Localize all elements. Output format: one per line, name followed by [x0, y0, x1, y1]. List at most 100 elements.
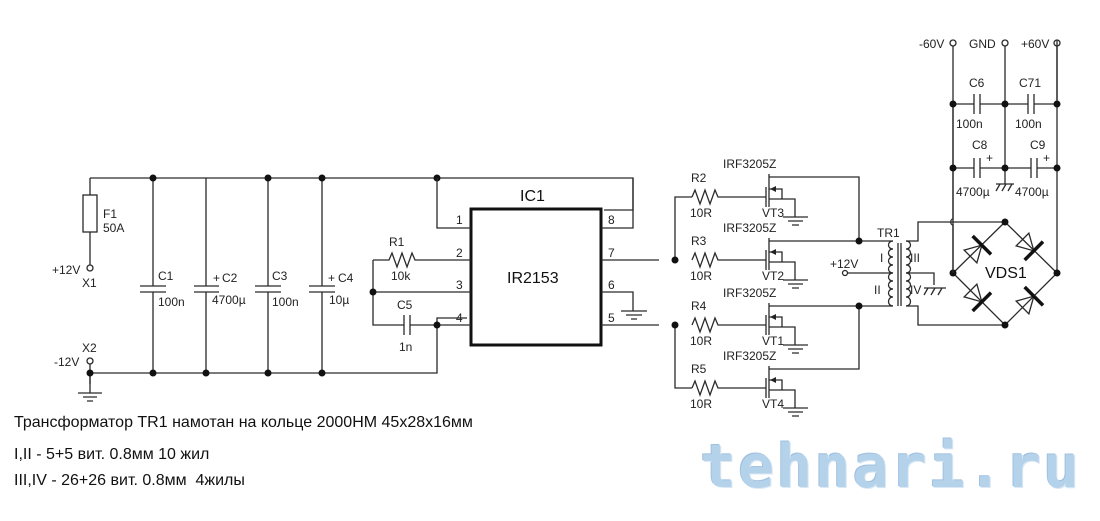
junction-dot [855, 302, 863, 310]
r1-value: 10k [391, 269, 411, 283]
output-minus60-label: -60V [919, 37, 944, 51]
svg-text:5: 5 [608, 311, 615, 325]
svg-text:+: + [213, 271, 220, 285]
mosfet-ref: VT1 [762, 334, 784, 348]
terminal-x2-ref: X2 [82, 341, 97, 355]
c2-value: 4700µ [212, 293, 246, 307]
gate-resistor-ref: R5 [691, 362, 707, 376]
junction-dots-input [149, 174, 441, 377]
drain-nets [769, 176, 893, 370]
c8-value: 4700µ [956, 185, 990, 199]
mosfet-ref: VT4 [762, 397, 784, 411]
ic-ref: IC1 [520, 188, 545, 205]
c9-value: 4700µ [1015, 185, 1049, 199]
winding-ii-label: II [874, 283, 881, 297]
r1-ref: R1 [389, 235, 405, 249]
bridge-ref: VDS1 [985, 265, 1027, 282]
terminal-x1[interactable]: +12V X1 [52, 263, 97, 290]
terminal-x2[interactable]: X2 -12V [54, 341, 97, 373]
winding-i-label: I [880, 251, 883, 265]
mosfet-ref: VT3 [762, 206, 784, 220]
ic-part: IR2153 [507, 270, 559, 287]
capacitor-c3: C3 100n [255, 178, 299, 373]
tr1-center-tap-label: +12V [830, 257, 858, 271]
ground-symbol-input [78, 373, 102, 402]
mosfet-stage: R210RIRF3205ZVT3R310RIRF3205ZVT2R410RIRF… [690, 157, 808, 417]
terminal-x2-label: -12V [54, 355, 79, 369]
svg-text:8: 8 [608, 213, 615, 227]
mosfet-vt3: R2 10R IRF3205Z VT3 [690, 157, 808, 226]
bridge-diode [962, 234, 993, 265]
capacitor-c5: C5 1n [397, 298, 437, 354]
junction-dot [671, 321, 679, 329]
resistor-r1: R1 10k [372, 235, 437, 326]
c4-value: 10µ [329, 293, 349, 307]
tr1-ref: TR1 [877, 226, 900, 240]
output-terminals[interactable]: -60V GND +60V [919, 37, 1061, 184]
gate-resistor-ref: R4 [691, 299, 707, 313]
c1-value: 100n [158, 295, 185, 309]
terminal-x1-ref: X1 [82, 276, 97, 290]
ic1-ir2153[interactable]: IC1 IR2153 1 2 3 4 8 7 6 5 [371, 178, 659, 347]
svg-text:+: + [328, 271, 335, 285]
c8-ref: C8 [972, 138, 988, 152]
capacitor-c1: C1 100n [140, 178, 185, 373]
bridge-diode [962, 282, 993, 313]
terminal-x1-label: +12V [52, 263, 80, 277]
c6-value: 100n [956, 117, 983, 131]
bridge-vds1[interactable]: VDS1 [950, 40, 1058, 326]
output-plus60-label: +60V [1021, 37, 1049, 51]
svg-text:3: 3 [456, 278, 463, 292]
transformer-tr1[interactable]: TR1 I II III IV +12V [830, 221, 1005, 326]
mosfet-vt4: R5 10R IRF3205Z VT4 [690, 349, 808, 417]
c3-ref: C3 [272, 269, 288, 283]
fuse-ref: F1 [103, 207, 117, 221]
note-line-3: III,IV - 26+26 вит. 0.8мм 4жилы [14, 472, 245, 489]
capacitor-c2: + C2 4700µ [194, 178, 246, 373]
watermark-logo: tehnari.ru [700, 432, 1082, 502]
gate-resistor-value: 10R [690, 397, 712, 411]
c71-ref: C71 [1019, 76, 1041, 90]
gate-resistor-value: 10R [690, 334, 712, 348]
output-gnd-label: GND [969, 37, 996, 51]
c5-value: 1n [399, 340, 412, 354]
mosfet-part: IRF3205Z [723, 157, 776, 171]
svg-text:7: 7 [608, 246, 615, 260]
svg-text:1: 1 [456, 213, 463, 227]
junction-dot [86, 369, 94, 377]
gate-resistor-ref: R2 [691, 171, 707, 185]
mosfet-part: IRF3205Z [723, 349, 776, 363]
capacitor-c4: + C4 10µ [309, 178, 354, 373]
junction-dot [671, 256, 679, 264]
c1-ref: C1 [158, 269, 174, 283]
c6-ref: C6 [969, 76, 985, 90]
gate-resistor-value: 10R [690, 206, 712, 220]
c71-value: 100n [1015, 117, 1042, 131]
bridge-diode [1014, 231, 1045, 262]
svg-text:4: 4 [456, 311, 463, 325]
svg-text:6: 6 [608, 278, 615, 292]
c8-plus: + [986, 151, 993, 165]
c2-ref: C2 [222, 271, 238, 285]
gate-resistor-ref: R3 [691, 234, 707, 248]
fuse-value: 50A [103, 221, 124, 235]
mosfet-part: IRF3205Z [723, 221, 776, 235]
junction-dot [855, 237, 863, 245]
c9-plus: + [1043, 151, 1050, 165]
junction-dots-output [949, 100, 1061, 172]
c9-ref: C9 [1030, 138, 1046, 152]
svg-text:2: 2 [456, 246, 463, 260]
gate-resistor-value: 10R [690, 269, 712, 283]
c4-ref: C4 [338, 271, 354, 285]
ground-symbol-ic [621, 310, 647, 320]
winding-iii-label: III [910, 251, 920, 265]
fuse-f1: F1 50A [82, 194, 124, 235]
junction-dot [369, 288, 377, 296]
bridge-diode [1014, 285, 1045, 316]
note-line-1: Трансформатор TR1 намотан на кольце 2000… [14, 414, 473, 431]
note-line-2: I,II - 5+5 вит. 0.8мм 10 жил [14, 446, 210, 463]
c3-value: 100n [272, 295, 299, 309]
